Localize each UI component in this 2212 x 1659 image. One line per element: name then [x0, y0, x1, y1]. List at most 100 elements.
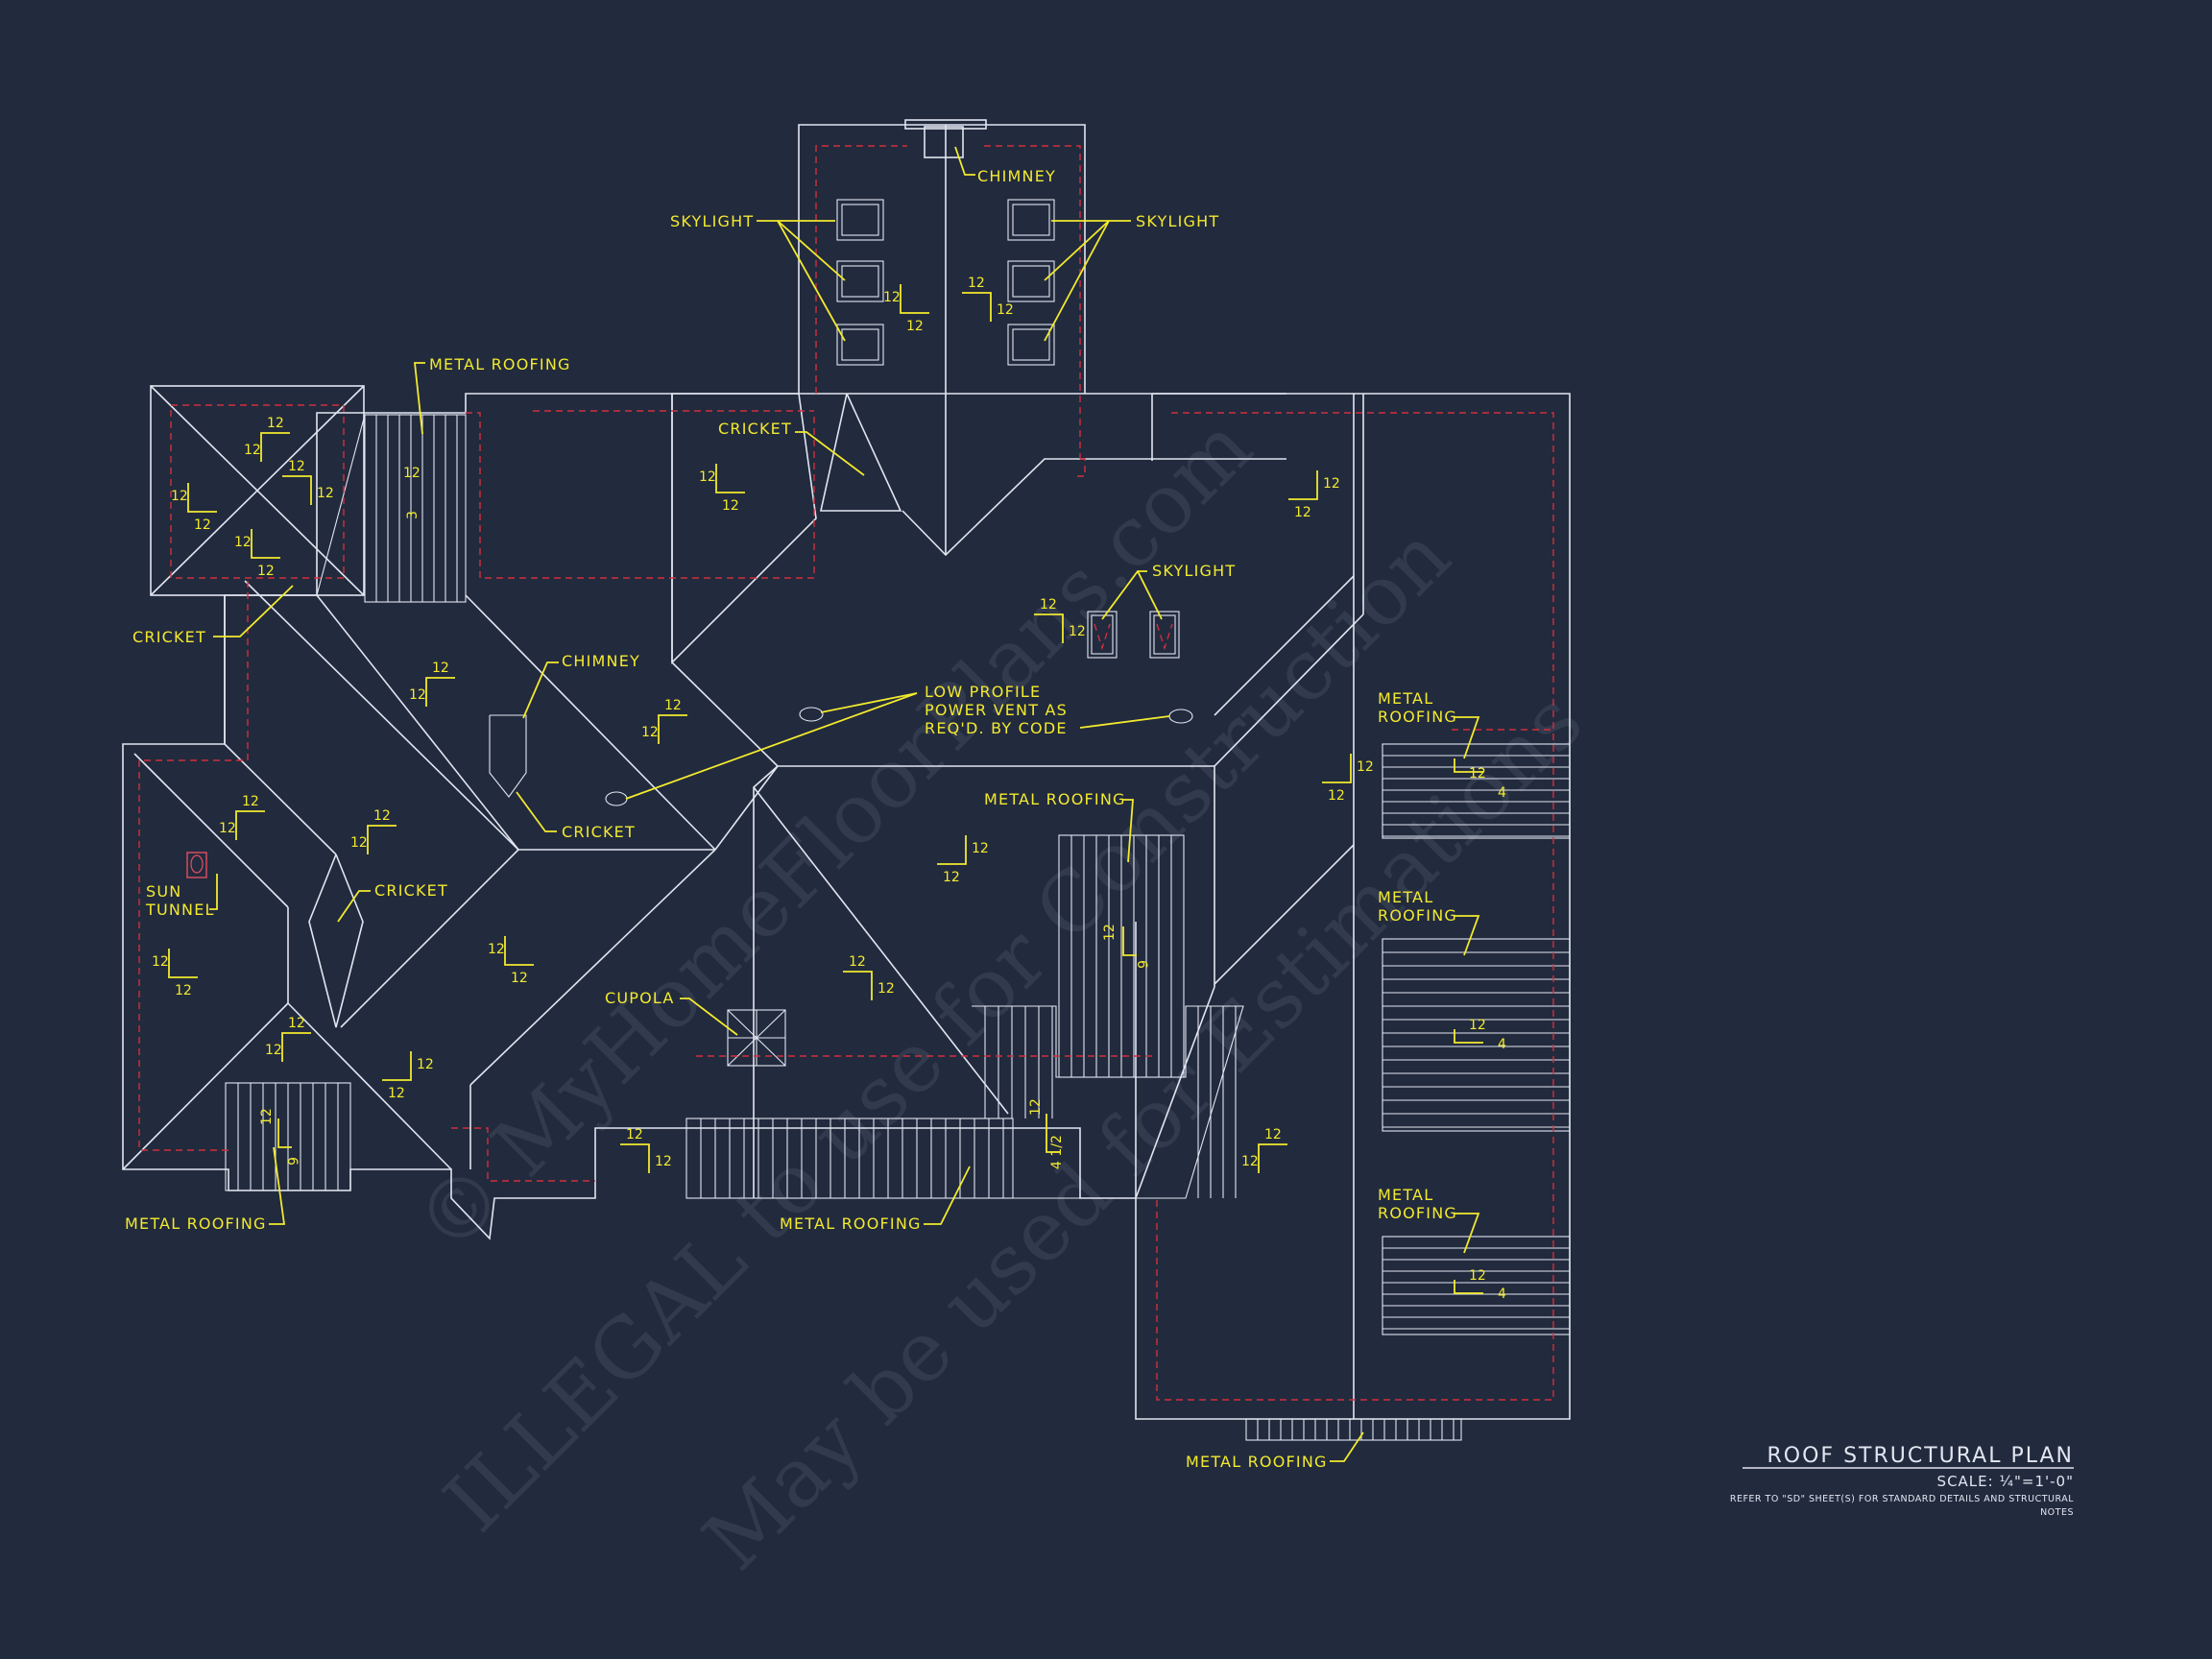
power-vent-1: [799, 707, 824, 722]
label-vent-2: POWER VENT AS: [925, 701, 1068, 719]
pitch-mark: [900, 284, 929, 314]
pitch-value: 12: [242, 794, 259, 809]
chimney-top-cap: [904, 119, 987, 130]
label-skylight-right: SKYLIGHT: [1136, 212, 1219, 230]
pitch-value: 12: [641, 725, 659, 740]
pitch-value: 12: [1028, 1098, 1044, 1116]
pitch-value: 6: [1134, 960, 1149, 969]
note-line-1: REFER TO "SD" SHEET(S) FOR STANDARD DETA…: [1730, 1494, 2074, 1504]
pitch-value: 12: [194, 517, 211, 533]
power-vent-3: [1168, 709, 1193, 724]
pitch-value: 4: [1498, 1037, 1506, 1052]
pitch-value: 12: [234, 535, 252, 550]
pitch-mark: [1288, 470, 1318, 500]
pitch-mark: [962, 292, 992, 322]
pitch-mark: [504, 936, 534, 966]
pitch-value: 12: [511, 971, 528, 986]
pitch-mark: [1454, 758, 1483, 773]
pitch-mark: [277, 1118, 292, 1148]
pitch-mark: [251, 529, 280, 559]
right-wing-outline: [1135, 393, 1571, 1420]
annotations: CHIMNEY SKYLIGHT SKYLIGHT METAL ROOFING …: [125, 146, 1480, 1471]
pitch-value: 3: [405, 511, 421, 519]
sun-tunnel: [186, 852, 207, 878]
skylights-top: [836, 199, 1055, 366]
pitch-value: 12: [388, 1086, 405, 1101]
power-vent-2: [605, 791, 628, 806]
label-metal-side2-b: ROOFING: [1378, 906, 1457, 925]
pitch-value: 12: [219, 821, 236, 836]
scale-text: SCALE: ¼"=1'-0": [1937, 1473, 2074, 1490]
hidden-lines: [138, 145, 1554, 1401]
pitch-mark: [1122, 926, 1137, 956]
pitch-value: 12: [265, 1043, 282, 1058]
pitch-mark: [843, 971, 873, 1000]
label-metal-roofing-bottom-right: METAL ROOFING: [1186, 1453, 1328, 1471]
metal-roof-upper-left: [316, 414, 467, 603]
pitch-value: 12: [1264, 1127, 1282, 1142]
pitch-mark: [281, 1032, 311, 1062]
pitch-value: 12: [257, 564, 275, 579]
label-chimney-top: CHIMNEY: [977, 167, 1056, 185]
label-metal-side1-b: ROOFING: [1378, 708, 1457, 726]
chimney-top: [924, 126, 964, 158]
pitch-value: 12: [175, 983, 192, 998]
main-upper-band: [364, 393, 1286, 414]
skylight-r2: [1007, 260, 1055, 302]
pitch-value: 12: [432, 661, 449, 676]
metal-roof-bottom-center: [685, 1005, 1244, 1199]
pitch-value: 12: [267, 416, 284, 431]
chimney-mid: [489, 714, 527, 798]
pitch-value: 12: [699, 469, 716, 485]
pitch-mark: [282, 475, 312, 505]
pitch-symbols: 12 12 12 12 12 12 12 12 12 12 12 12 12 12 12 12 12 12 12 12…: [152, 276, 1506, 1302]
pitch-value: 12: [664, 698, 682, 713]
pitch-mark: [168, 949, 198, 978]
label-metal-side3-b: ROOFING: [1378, 1204, 1457, 1222]
pitch-value: 12: [883, 290, 901, 305]
label-skylight-mid: SKYLIGHT: [1152, 562, 1236, 580]
pitch-value: 12: [171, 489, 188, 504]
pitch-value: 12: [403, 466, 421, 481]
pitch-value: 12: [943, 870, 960, 885]
label-skylight-left: SKYLIGHT: [670, 212, 754, 230]
pitch-mark: [1322, 754, 1352, 783]
label-cricket-valley: CRICKET: [374, 881, 448, 900]
pitch-mark: [937, 835, 967, 865]
pitch-mark: [658, 714, 687, 744]
pitch-mark: [1034, 613, 1064, 643]
label-cricket-upper: CRICKET: [718, 420, 792, 438]
pitch-value: 12: [906, 319, 924, 334]
pitch-value: 4: [1498, 785, 1506, 801]
label-chimney-mid: CHIMNEY: [562, 652, 640, 670]
skylight-l2: [836, 260, 884, 302]
pitch-value: 12: [1069, 624, 1086, 639]
pitch-value: 12: [1357, 759, 1374, 775]
skylight-r3: [1007, 324, 1055, 366]
pitch-value: 12: [968, 276, 985, 291]
skylights-mid: [1087, 611, 1180, 659]
skylight-l3: [836, 324, 884, 366]
pitch-mark: [1258, 1143, 1287, 1173]
label-metal-roofing-bottom-center: METAL ROOFING: [780, 1214, 922, 1233]
label-metal-roofing-bottom-left: METAL ROOFING: [125, 1214, 267, 1233]
label-cricket-left: CRICKET: [132, 628, 206, 646]
label-metal-roofing-top: METAL ROOFING: [429, 355, 571, 373]
pitch-value: 12: [1469, 1268, 1486, 1284]
metal-roof-side-2: [1382, 938, 1571, 1132]
pitch-value: 12: [655, 1154, 672, 1169]
pitch-value: 4: [1498, 1286, 1506, 1302]
pitch-mark: [1454, 1029, 1483, 1044]
metal-roof-side-1: [1382, 743, 1571, 839]
label-cupola: CUPOLA: [605, 989, 675, 1007]
label-metal-side1-a: METAL: [1378, 689, 1433, 708]
pitch-value: 12: [1102, 924, 1118, 941]
label-vent-1: LOW PROFILE: [925, 683, 1041, 701]
pitch-value: 12: [244, 443, 261, 458]
metal-roofing-areas: [225, 414, 1571, 1441]
pitch-mark: [260, 432, 290, 462]
pitch-mark: [382, 1051, 412, 1081]
pitch-value: 12: [317, 486, 334, 501]
label-metal-side2-a: METAL: [1378, 888, 1433, 906]
label-vent-3: REQ'D. BY CODE: [925, 719, 1068, 737]
